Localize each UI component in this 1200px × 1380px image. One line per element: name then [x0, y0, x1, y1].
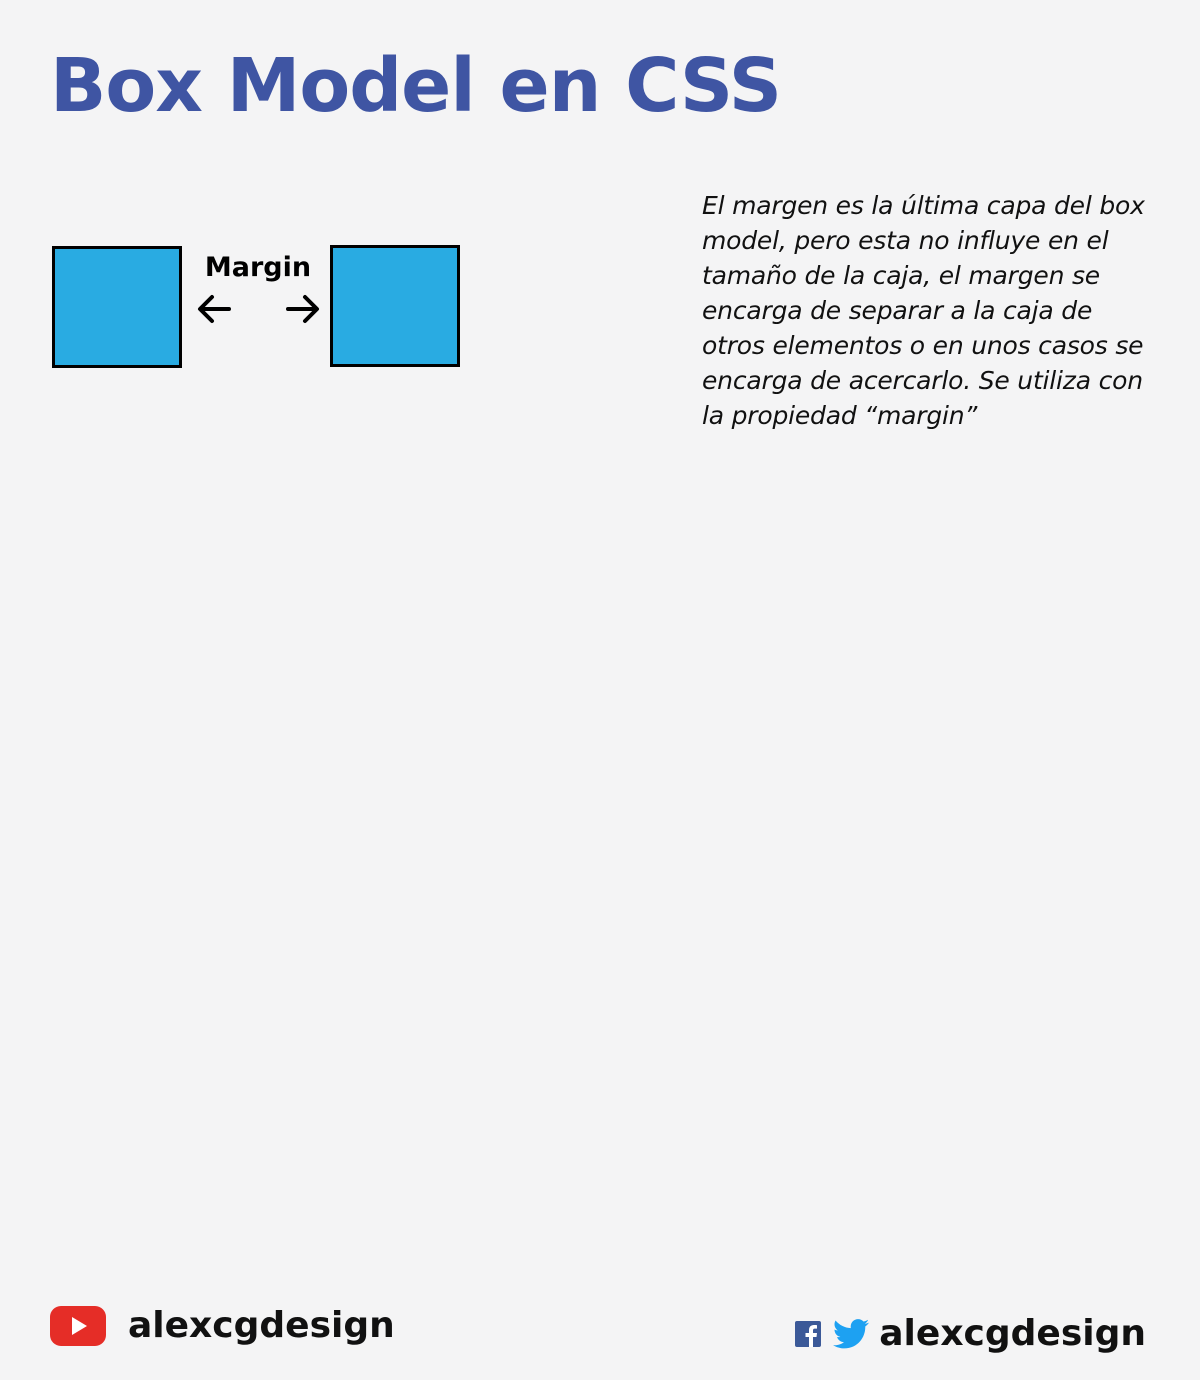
youtube-icon[interactable] — [50, 1306, 106, 1346]
social-footer: alexcgdesign — [795, 1310, 1146, 1358]
arrow-left-icon — [198, 295, 231, 323]
arrow-right-icon — [286, 295, 319, 323]
margin-label: Margin — [204, 252, 312, 283]
right-box — [330, 245, 460, 367]
social-handle[interactable]: alexcgdesign — [879, 1313, 1146, 1354]
facebook-icon[interactable] — [795, 1321, 822, 1347]
youtube-footer: alexcgdesign — [50, 1300, 395, 1352]
page-title: Box Model en CSS — [50, 43, 782, 129]
twitter-icon[interactable] — [833, 1319, 870, 1349]
left-box — [52, 246, 182, 368]
youtube-handle[interactable]: alexcgdesign — [128, 1305, 395, 1346]
description-text: El margen es la última capa del box mode… — [702, 191, 1145, 430]
